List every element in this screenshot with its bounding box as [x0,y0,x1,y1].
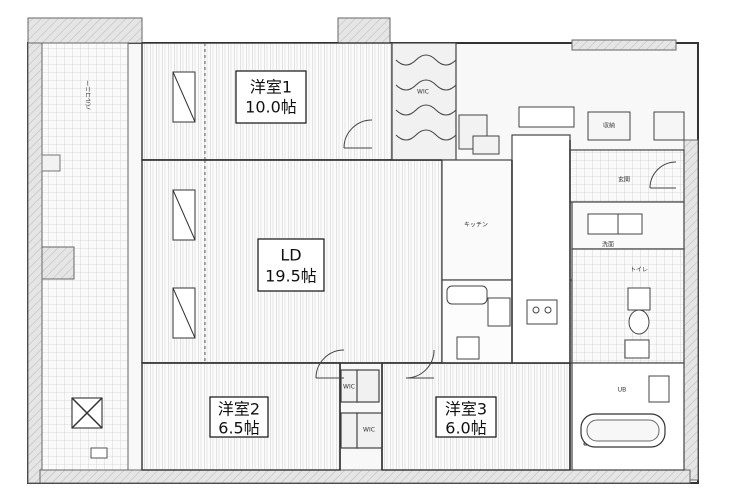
walk-in-closet-1 [391,42,457,161]
western-room-3-name: 洋室3 [445,400,487,419]
balcony-drain [90,447,108,459]
western-room-1-label-box [235,70,307,124]
western-room-1-name: 洋室1 [250,78,292,97]
sink-counter [446,285,488,305]
closet-door-curve-3 [395,104,457,116]
cabinet-small-top [472,135,500,155]
window-ld-1-line [172,189,196,241]
stove [526,299,558,325]
kitchen-area [441,159,513,281]
toilet-cabinet [624,339,650,359]
toilet-label: トイレ [630,267,648,274]
kitchen-label: キッチン [464,222,488,229]
toilet-bowl [628,309,650,335]
exterior-wall-right [683,139,699,481]
bathtub-inner [586,419,660,442]
kitchen-cabinet [487,297,511,327]
exterior-wall-top-left [27,17,143,44]
ub-label: UB [618,387,627,394]
window-room1-line [172,71,196,123]
entrance-storage [518,106,575,128]
western-room-1-size: 10.0帖 [245,98,297,117]
washer-space [456,336,480,360]
balcony-fixture [41,154,61,172]
entrance-floor [569,149,685,203]
closet-small-3 [340,412,359,449]
closet-small-2 [356,369,380,403]
toilet-tank [627,287,651,311]
stove-burner-1 [532,306,540,314]
storage-label: 収納 [603,122,615,130]
closet-door-curve-1 [395,54,457,66]
vanity-sink [587,213,619,235]
emergency-hatch-cross-2 [71,397,103,429]
living-name: LD [280,246,301,265]
closet-door-curve-4 [395,129,457,141]
western-room-2-size: 6.5帖 [218,419,259,438]
door-room2 [315,349,345,379]
western-room-2-name: 洋室2 [218,400,260,419]
wic3-label: WIC [363,427,375,434]
door-entrance [649,161,677,189]
balcony-column [41,246,75,280]
entry-cabinet-left [587,111,631,141]
exterior-wall-top-mid [337,17,391,44]
western-room-3-label-box [435,396,497,438]
western-room-3-size: 6.0帖 [445,419,486,438]
living-label-box [257,238,325,292]
stove-burner-2 [544,306,552,314]
window-ld-2-line [172,287,196,339]
entrance-label: 玄関 [618,176,630,184]
wic2-label: WIC [343,384,355,391]
exterior-wall-left [27,42,43,484]
exterior-wall-top-right [571,39,677,51]
door-room1 [343,119,373,149]
vanity-counter [617,213,643,235]
western-room-2-label-box [209,396,269,438]
bath-shelf [648,375,670,403]
exterior-wall-bottom [39,469,691,484]
hallway-area [511,134,571,364]
washroom-label: 洗面 [602,241,614,249]
living-size: 19.5帖 [265,267,317,286]
closet-door-curve-2 [395,79,457,91]
entry-cabinet-right [653,111,685,141]
wic1-label: WIC [417,89,429,96]
balcony-label: バルコニー [86,80,93,110]
